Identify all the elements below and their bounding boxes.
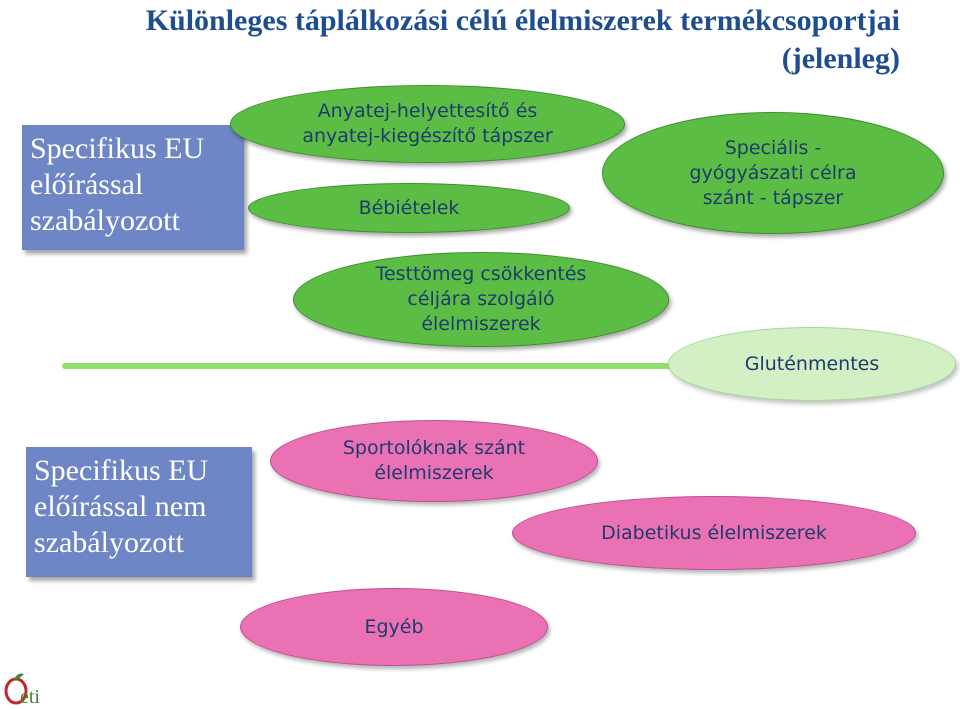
logo-text: eti — [20, 686, 40, 708]
page-title-line-1: Különleges táplálkozási célú élelmiszere… — [145, 4, 900, 37]
group-gluten-free-label: Gluténmentes — [744, 352, 880, 375]
group-sports-food-line-2: élelmiszerek — [374, 462, 494, 484]
group-infant-formula: Anyatej-helyettesítő és anyatej-kiegészí… — [230, 85, 625, 163]
group-diabetic-food-label: Diabetikus élelmiszerek — [601, 521, 827, 544]
group-other-label: Egyéb — [364, 615, 424, 638]
group-infant-formula-line-2: anyatej-kiegészítő tápszer — [302, 125, 553, 147]
group-sports-food-line-1: Sportolóknak szánt — [342, 437, 526, 459]
not-regulated-box-line-2: előírással nem — [34, 490, 207, 523]
regulated-category-box: Specifikus EU előírással szabályozott — [22, 125, 244, 250]
group-medical-formula-line-2: gyógyászati célra — [689, 161, 857, 184]
group-diabetic-food: Diabetikus élelmiszerek — [512, 496, 916, 570]
regulated-box-line-3: szabályozott — [30, 204, 180, 237]
group-medical-formula-line-3: szánt - tápszer — [702, 186, 844, 209]
group-medical-formula: Speciális - gyógyászati célra szánt - tá… — [602, 112, 944, 234]
page-title: Különleges táplálkozási célú élelmiszere… — [0, 2, 900, 78]
group-baby-food: Bébiételek — [248, 183, 570, 233]
not-regulated-category-box: Specifikus EU előírással nem szabályozot… — [26, 447, 252, 577]
group-medical-formula-line-1: Speciális - — [724, 136, 822, 159]
oeti-logo: eti — [4, 673, 40, 708]
group-gluten-free: Gluténmentes — [668, 327, 956, 401]
group-weight-reduction-line-2: céljára szolgáló — [407, 288, 555, 310]
group-weight-reduction: Testtömeg csökkentés céljára szolgáló él… — [293, 252, 669, 347]
regulated-box-line-2: előírással — [30, 168, 144, 201]
divider-line — [62, 363, 710, 369]
not-regulated-box-line-3: szabályozott — [34, 526, 184, 559]
group-infant-formula-line-1: Anyatej-helyettesítő és — [317, 100, 538, 122]
group-weight-reduction-line-1: Testtömeg csökkentés — [375, 263, 587, 285]
group-baby-food-label: Bébiételek — [358, 196, 460, 219]
page-title-line-2: (jelenleg) — [781, 42, 900, 75]
group-weight-reduction-line-3: élelmiszerek — [421, 313, 541, 335]
group-other: Egyéb — [240, 588, 548, 666]
group-sports-food: Sportolóknak szánt élelmiszerek — [270, 420, 598, 502]
logo-leaf-icon — [14, 673, 24, 680]
not-regulated-box-line-1: Specifikus EU — [34, 454, 209, 487]
regulated-box-line-1: Specifikus EU — [30, 132, 205, 165]
